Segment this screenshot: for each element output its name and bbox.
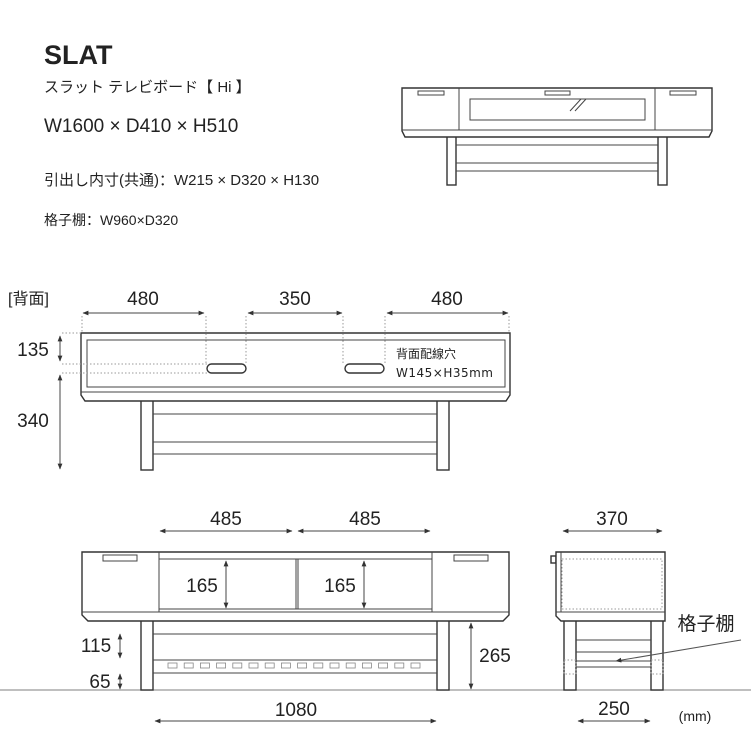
- back-height-bottom: 340: [17, 411, 49, 432]
- cable-hole-left: [206, 363, 247, 374]
- lattice-slat: [232, 662, 243, 669]
- lattice-slat: [297, 662, 308, 669]
- shelf-gap: 115: [81, 636, 111, 657]
- product-name: SLAT: [44, 40, 113, 70]
- lattice-shelf-label: 格子棚: [677, 613, 734, 635]
- drawer-inner-size: 引出し内寸(共通)：W215 × D320 × H130: [44, 172, 320, 189]
- opening-height-left: 165: [186, 576, 218, 597]
- opening-height-right: 165: [324, 576, 356, 597]
- lattice-slats: [167, 662, 421, 669]
- floor-gap: 65: [89, 672, 110, 693]
- lattice-shelf-leader: [615, 639, 742, 663]
- lattice-slat: [361, 662, 372, 669]
- lattice-slat: [183, 662, 194, 669]
- lattice-slat: [167, 662, 178, 669]
- front-dim-right: 485: [349, 509, 381, 530]
- side-view: 格子棚 370 250 (mm): [550, 509, 742, 724]
- lattice-slat: [248, 662, 259, 669]
- lattice-slat: [394, 662, 405, 669]
- lattice-slat: [216, 662, 227, 669]
- side-leg-span: 250: [598, 699, 630, 720]
- overview-illustration: [401, 87, 713, 186]
- front-leg-span: 1080: [275, 700, 317, 721]
- lattice-slat: [313, 662, 324, 669]
- lattice-slat: [199, 662, 210, 669]
- front-dim-left: 485: [210, 509, 242, 530]
- back-view: [背面] 480 350 480 135 340 背面配線穴 W145×H35m…: [8, 289, 511, 471]
- lattice-shelf-size: 格子棚：W960×D320: [44, 212, 179, 228]
- front-view: 485 485 165 165 115 65 265 1080: [81, 509, 511, 724]
- product-subtitle: スラット テレビボード【 Hi 】: [44, 79, 251, 96]
- cable-hole-size: W145×H35mm: [396, 366, 494, 380]
- back-dim-right: 480: [431, 289, 463, 310]
- lattice-slat: [345, 662, 356, 669]
- lattice-slat: [329, 662, 340, 669]
- lattice-slat: [378, 662, 389, 669]
- lattice-slat: [264, 662, 275, 669]
- under-height: 265: [479, 646, 511, 667]
- lattice-slat: [410, 662, 421, 669]
- cable-hole-right: [344, 363, 385, 374]
- back-dim-left: 480: [127, 289, 159, 310]
- lattice-slat: [280, 662, 291, 669]
- unit-label: (mm): [679, 708, 712, 724]
- back-dim-center: 350: [279, 289, 311, 310]
- cable-hole-note: 背面配線穴: [396, 346, 456, 361]
- side-depth: 370: [596, 509, 628, 530]
- product-size: W1600 × D410 × H510: [44, 116, 239, 137]
- back-height-top: 135: [17, 340, 49, 361]
- back-view-label: [背面]: [8, 290, 49, 308]
